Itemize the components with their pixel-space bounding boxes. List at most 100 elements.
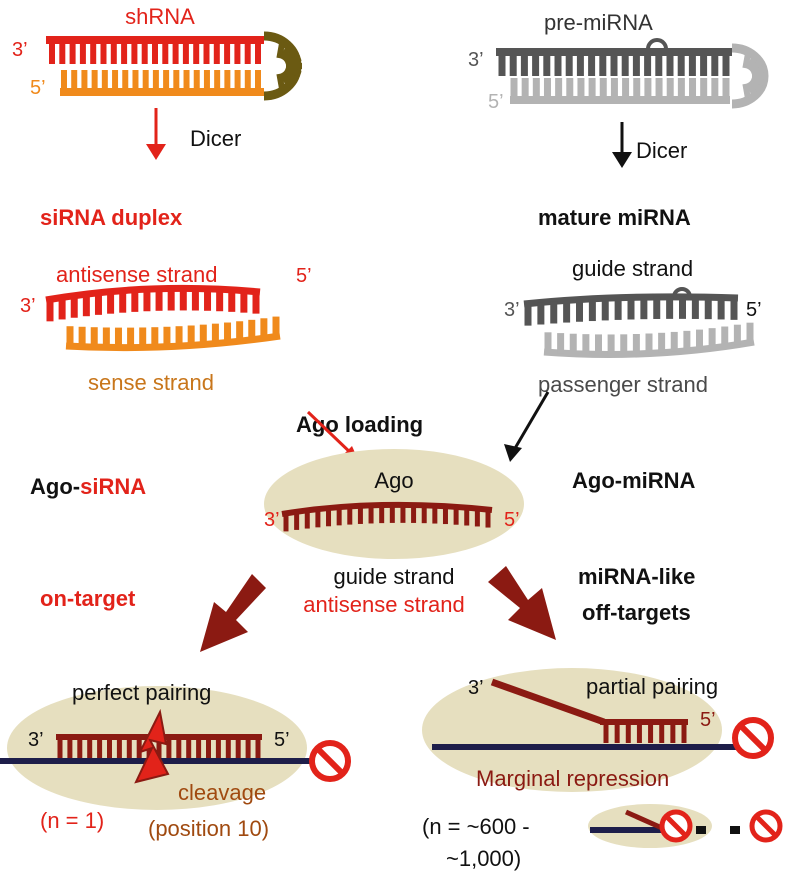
loop-base-tick [750, 75, 766, 87]
base-pair-tick [203, 70, 210, 88]
base-pair-tick [49, 44, 55, 64]
base-pair-tick [163, 70, 170, 88]
base-pair-tick [240, 290, 248, 313]
base-pair-tick [173, 70, 180, 88]
off-target-count-line2: ~1,000) [446, 846, 521, 871]
base-pair-tick [453, 506, 459, 525]
base-pair-tick [670, 725, 676, 743]
base-pair-tick [704, 297, 712, 320]
base-pair-tick [167, 288, 175, 311]
base-pair-tick [245, 740, 251, 758]
off-target-arrow [488, 566, 556, 640]
base-pair-tick [187, 325, 195, 346]
base-pair-tick [485, 509, 491, 528]
base-pair-tick [224, 322, 232, 343]
ago-sirna-suffix: siRNA [80, 474, 146, 499]
base-pair-tick [141, 44, 148, 64]
base-pair-tick [234, 44, 241, 64]
base-pair-tick [655, 56, 663, 76]
base-pair-tick [199, 324, 207, 345]
loop-base-tick [742, 53, 751, 69]
base-pair-tick [689, 78, 697, 96]
base-pair-tick [543, 78, 551, 96]
dicer-label-left: Dicer [190, 126, 241, 151]
base-pair-tick [532, 56, 540, 76]
base-pair-tick [244, 70, 251, 88]
base-pair-tick [215, 740, 221, 758]
base-pair-tick [576, 299, 583, 322]
base-pair-tick [107, 740, 112, 758]
base-pair-tick [132, 70, 139, 88]
base-pair-tick [368, 505, 374, 524]
no-cleavage-left-icon [309, 740, 351, 782]
base-pair-tick [498, 56, 506, 76]
base-pair-tick [563, 300, 571, 323]
base-pair-tick [550, 301, 558, 324]
base-pair-tick [143, 289, 151, 312]
base-pair-tick [640, 297, 648, 320]
base-pair-tick [633, 78, 641, 96]
base-pair-tick [389, 504, 395, 523]
base-pair-tick [644, 56, 652, 76]
ago-loading-label: Ago loading [296, 412, 423, 437]
off-target-3prime: 3’ [468, 677, 484, 699]
base-pair-tick [191, 288, 199, 311]
pre-mirna-5prime: 5’ [488, 91, 504, 113]
shrna-title: shRNA [125, 4, 195, 29]
base-pair-tick [179, 288, 187, 311]
loop-base-tick [750, 65, 766, 77]
on-target-count: (n = 1) [40, 808, 104, 833]
on-target-arrow [200, 574, 266, 652]
base-pair-tick [666, 78, 674, 96]
base-pair-tick [666, 296, 674, 319]
base-pair-tick [224, 70, 231, 88]
base-pair-tick [610, 56, 618, 76]
base-pair-tick [107, 291, 115, 314]
base-pair-tick [235, 740, 241, 758]
base-pair-tick [621, 56, 629, 76]
base-pair-tick [228, 289, 236, 312]
base-pair-tick [746, 322, 754, 343]
base-pair-tick [336, 507, 342, 526]
base-pair-tick [711, 78, 719, 96]
base-pair-tick [97, 740, 103, 758]
base-pair-tick [577, 78, 585, 96]
base-pair-tick [524, 303, 532, 326]
base-pair-tick [206, 740, 211, 758]
base-pair-tick [204, 288, 212, 311]
base-pair-tick [645, 333, 653, 354]
base-pair-tick [432, 505, 438, 524]
sirna-5prime: 5’ [296, 265, 312, 287]
base-pair-tick [78, 326, 86, 347]
base-pair-tick [136, 740, 142, 758]
mature-3prime: 3’ [504, 299, 520, 321]
marginal-repression-label: Marginal repression [476, 766, 669, 791]
pre-mirna-3prime: 3’ [468, 49, 484, 71]
base-pair-tick [155, 288, 163, 311]
base-pair-tick [213, 44, 220, 64]
base-pair-tick [112, 70, 119, 88]
base-pair-tick [67, 740, 73, 758]
base-pair-tick [532, 78, 540, 96]
base-pair-tick [464, 507, 470, 526]
base-pair-tick [700, 56, 708, 76]
base-pair-tick [182, 44, 189, 64]
base-pair-tick [601, 298, 609, 321]
loop-base-tick [279, 71, 293, 89]
base-pair-tick [91, 70, 98, 88]
mature-mirna-duplex [523, 287, 755, 358]
base-pair-tick [625, 725, 631, 743]
off-target-panel: 3’ partial pairing 5’ Marginal repressio… [422, 668, 752, 792]
base-pair-tick [543, 56, 551, 76]
loop-base-tick [282, 68, 299, 84]
base-pair-tick [700, 78, 708, 96]
base-pair-tick [94, 292, 102, 315]
dicer-arrow-left [146, 108, 166, 160]
base-pair-tick [721, 326, 729, 347]
base-pair-tick [224, 44, 231, 64]
base-pair-tick [510, 78, 518, 96]
base-pair-tick [566, 78, 574, 96]
ago-sirna-label: Ago-siRNA [30, 474, 146, 499]
base-pair-tick [255, 44, 261, 64]
base-pair-tick [681, 725, 687, 743]
